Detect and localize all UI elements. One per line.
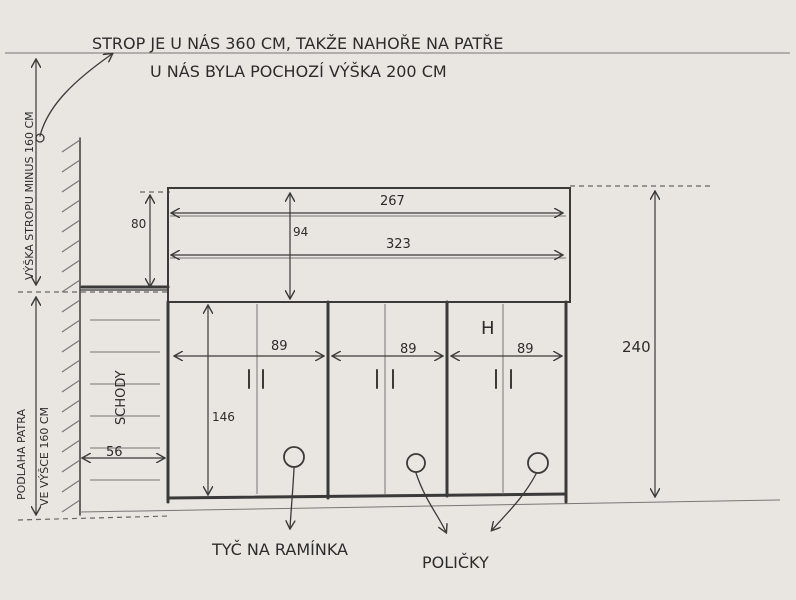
shelf-circle-1 (406, 453, 426, 473)
dim-146-label: 146 (212, 410, 235, 424)
h-mark: H (481, 318, 495, 339)
dim-323-label: 323 (386, 237, 411, 252)
floor-line-left (17, 515, 171, 521)
floor-note-line1: PODLAHA PATRA (15, 409, 28, 500)
dim-89-label-2: 89 (400, 342, 417, 357)
ceiling-note-line2: U NÁS BYLA POCHOZÍ VÝŠKA 200 CM (150, 62, 447, 81)
door-handles (248, 369, 512, 389)
ceiling-note-line1: STROP JE U NÁS 360 CM, TAKŽE NAHOŘE NA P… (92, 34, 503, 53)
stairs-label: SCHODY (114, 370, 129, 425)
dim-80-label: 80 (131, 217, 146, 231)
wardrobe-upper (167, 187, 571, 303)
rod-circle (283, 446, 305, 468)
shelves-label: POLIČKY (422, 553, 489, 572)
dim-56-label: 56 (106, 445, 123, 460)
rod-pointer (290, 467, 294, 528)
shelf-pointer-1 (415, 472, 446, 532)
ceiling-pointer (39, 54, 112, 137)
floor-note-line2: VE VÝŠCE 160 CM (38, 407, 51, 506)
dim-89-label-1: 89 (271, 339, 288, 354)
dim-89-label-3: 89 (517, 342, 534, 357)
dim-94-label: 94 (293, 225, 308, 239)
shelf-circle-2 (527, 452, 549, 474)
dim-267-label: 267 (380, 194, 405, 209)
ceiling-height-note: VÝŠKA STROPU MINUS 160 CM (23, 111, 36, 280)
floor-line (79, 499, 781, 513)
dim-240-label: 240 (622, 338, 651, 356)
shelf-pointer-2 (492, 473, 537, 530)
ceiling-pointer-dot (35, 133, 45, 143)
left-wall (61, 137, 81, 516)
stairs (79, 289, 169, 481)
wardrobe-lower (166, 300, 568, 504)
rod-label: TYČ NA RAMÍNKA (211, 540, 348, 559)
